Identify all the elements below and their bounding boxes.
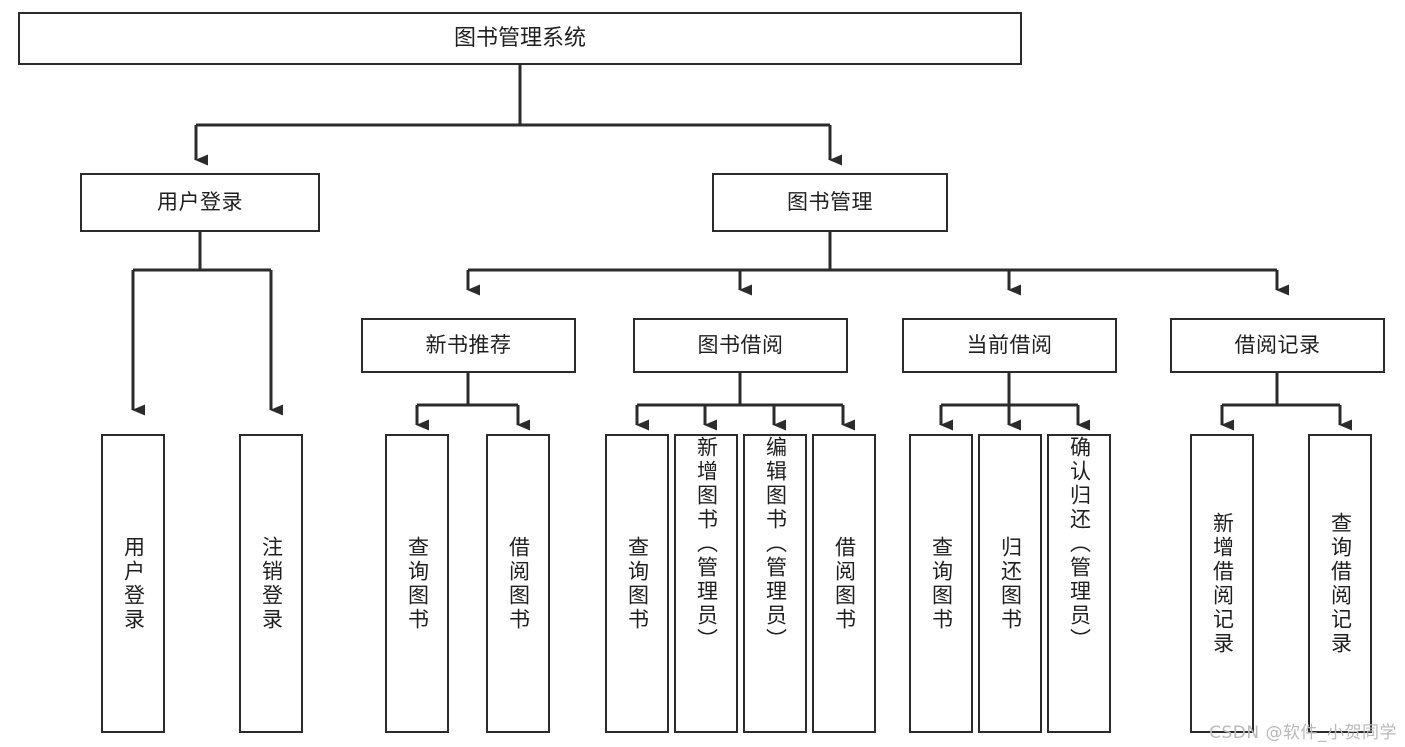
leaf-borrow-edit-book-admin[interactable]: 编辑图书（管理员）	[743, 434, 807, 733]
leaf-record-query-record[interactable]: 查询借阅记录	[1308, 434, 1372, 733]
leaf-label: 查询借阅记录	[1328, 511, 1353, 656]
leaf-current-return-book[interactable]: 归还图书	[978, 434, 1042, 733]
leaf-label: 查询图书	[405, 535, 430, 632]
node-new-book-recommend[interactable]: 新书推荐	[361, 318, 576, 373]
leaf-label: 查询图书	[625, 535, 650, 632]
leaf-label: 归还图书	[998, 535, 1023, 632]
leaf-label: 注销登录	[259, 535, 284, 632]
leaf-current-query-book[interactable]: 查询图书	[909, 434, 973, 733]
leaf-current-confirm-return-admin[interactable]: 确认归还（管理员）	[1047, 434, 1111, 733]
node-user-login[interactable]: 用户登录	[80, 173, 320, 232]
leaf-user-login-do[interactable]: 用户登录	[101, 434, 165, 733]
leaf-label: 编辑图书（管理员）	[763, 436, 788, 652]
leaf-label: 借阅图书	[506, 535, 531, 632]
node-current-borrow[interactable]: 当前借阅	[902, 318, 1117, 373]
leaf-recommend-borrow-book[interactable]: 借阅图书	[486, 434, 550, 733]
leaf-borrow-borrow-book[interactable]: 借阅图书	[812, 434, 876, 733]
watermark-text: CSDN @软件_小贺同学	[1209, 723, 1397, 743]
leaf-user-logout[interactable]: 注销登录	[239, 434, 303, 733]
leaf-borrow-add-book-admin[interactable]: 新增图书（管理员）	[674, 434, 738, 733]
leaf-label: 新增图书（管理员）	[694, 436, 719, 652]
leaf-label: 确认归还（管理员）	[1067, 436, 1092, 652]
leaf-recommend-query-book[interactable]: 查询图书	[385, 434, 449, 733]
leaf-label: 用户登录	[121, 535, 146, 632]
node-borrow-record[interactable]: 借阅记录	[1170, 318, 1385, 373]
leaf-borrow-query-book[interactable]: 查询图书	[605, 434, 669, 733]
node-book-borrow[interactable]: 图书借阅	[633, 318, 848, 373]
leaf-label: 查询图书	[929, 535, 954, 632]
leaf-label: 新增借阅记录	[1210, 511, 1235, 656]
node-book-management[interactable]: 图书管理	[712, 173, 948, 232]
node-root-system[interactable]: 图书管理系统	[18, 12, 1022, 65]
leaf-label: 借阅图书	[832, 535, 857, 632]
leaf-record-add-record[interactable]: 新增借阅记录	[1190, 434, 1254, 733]
